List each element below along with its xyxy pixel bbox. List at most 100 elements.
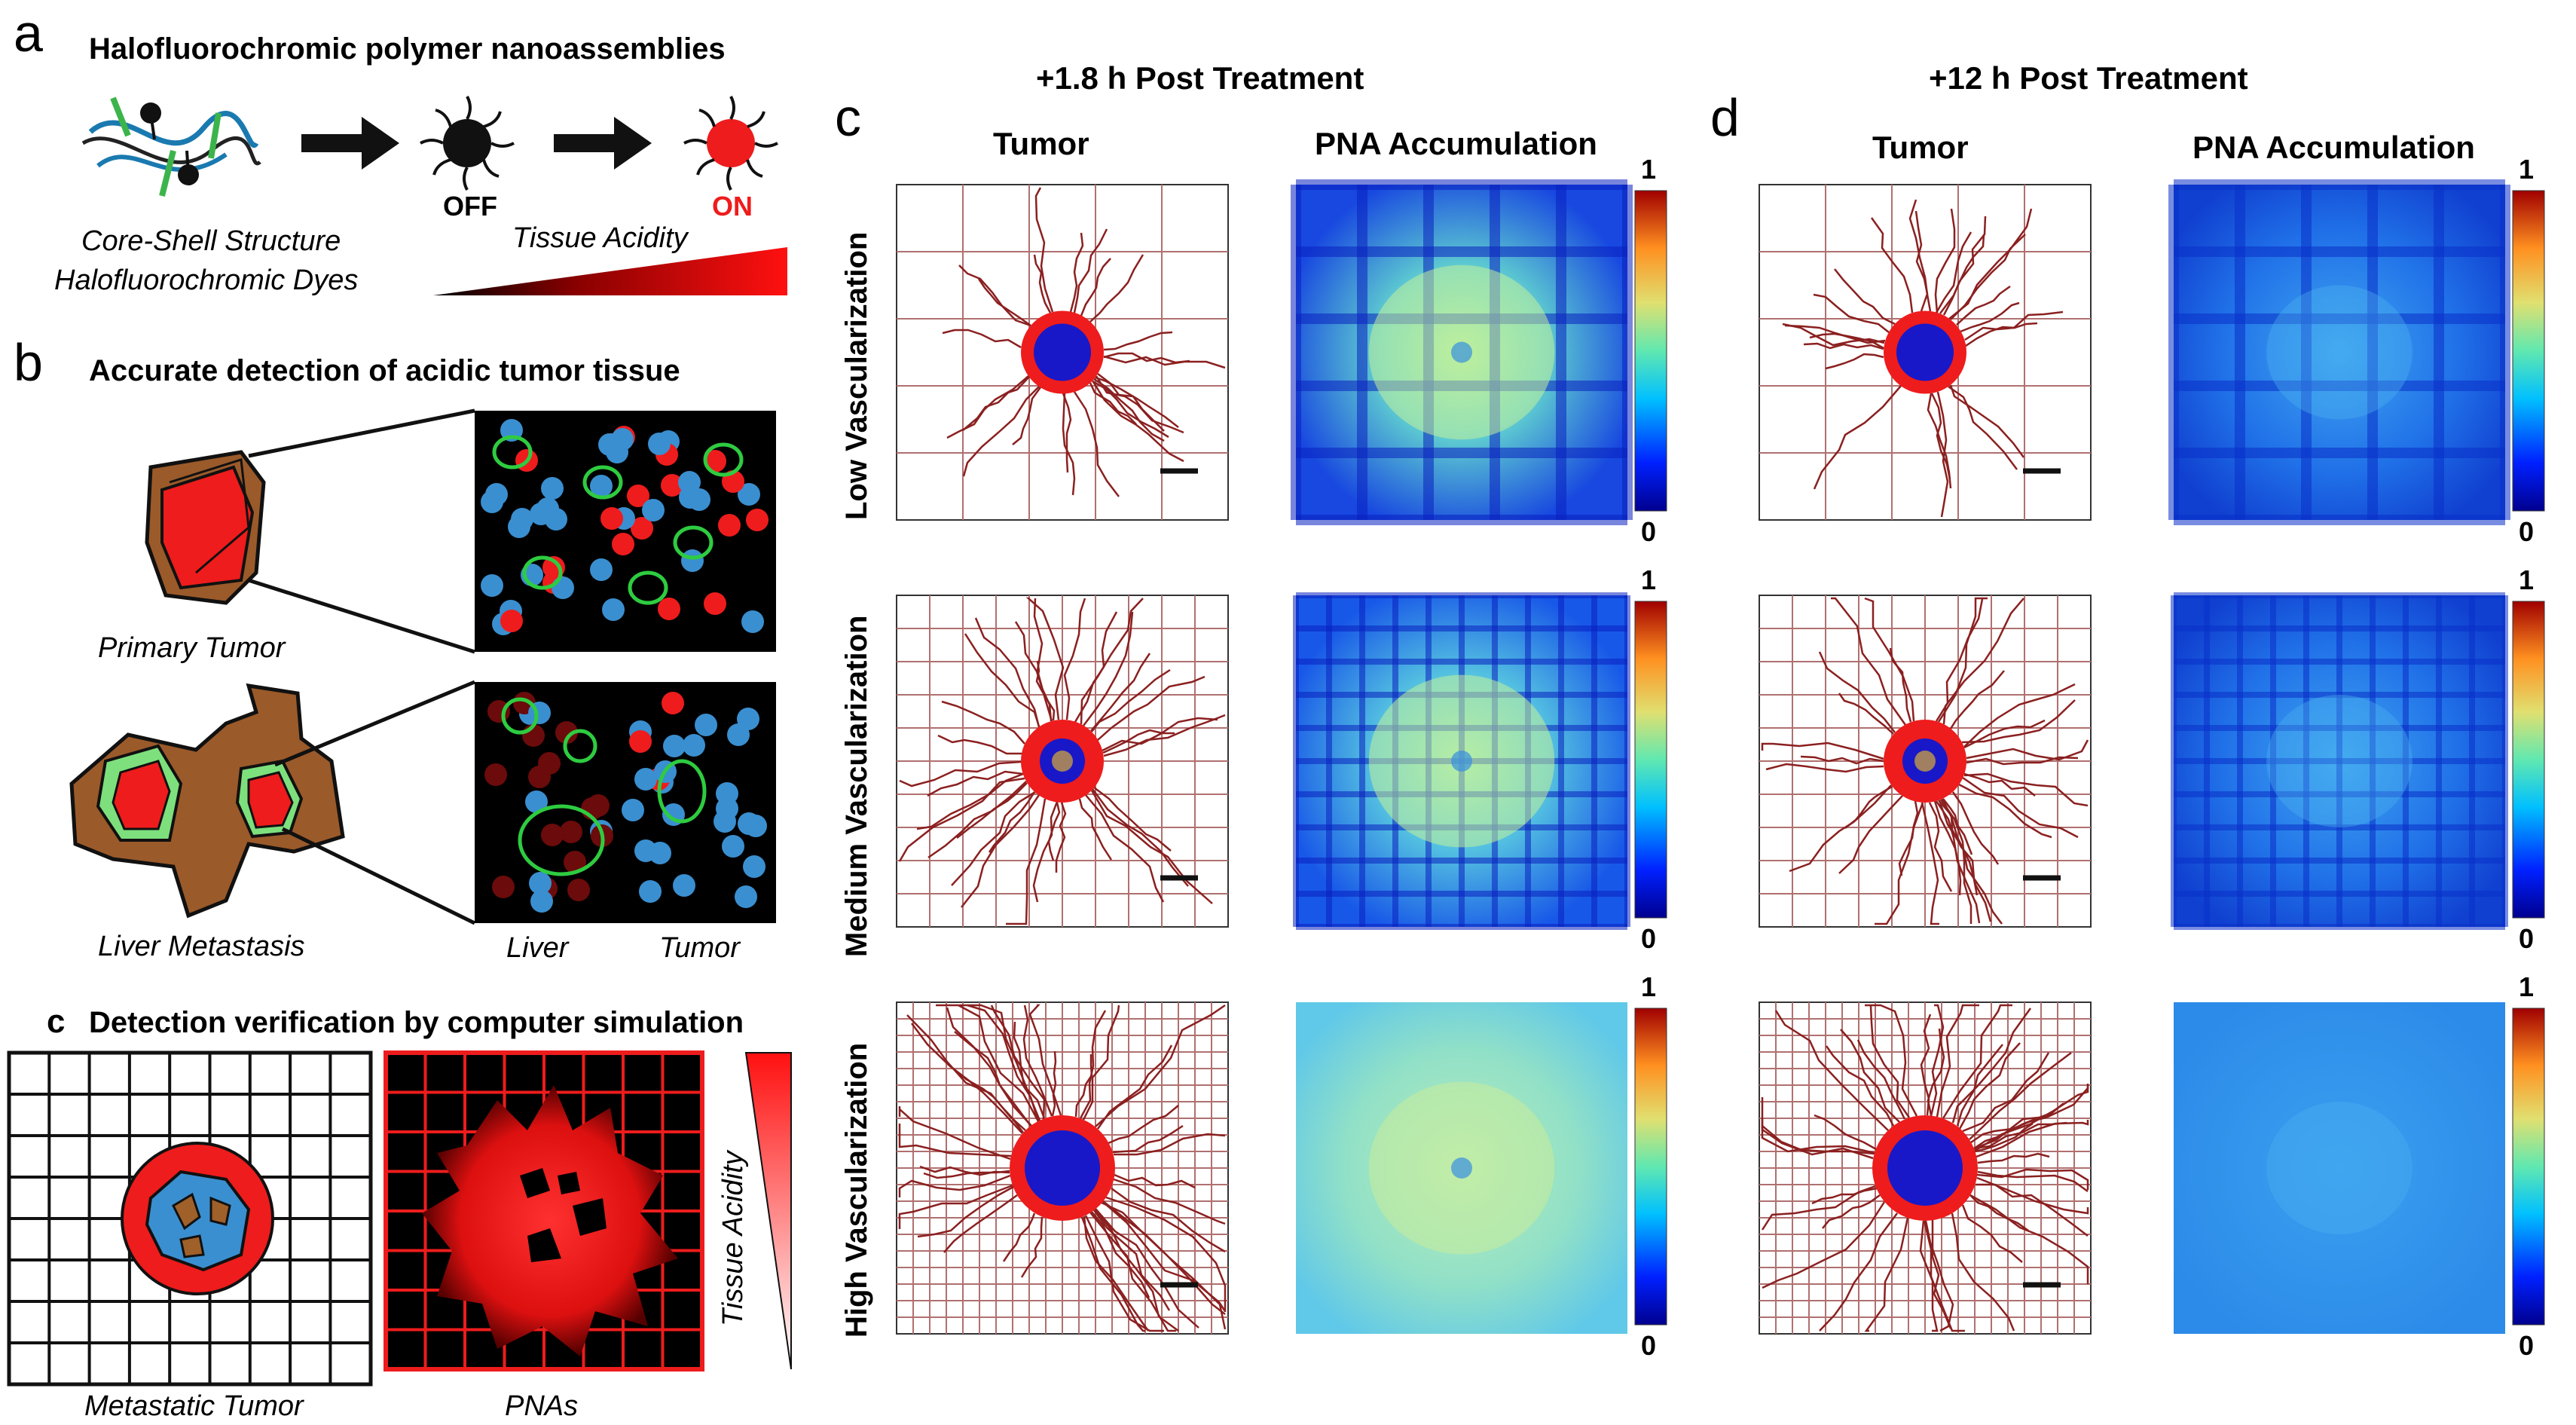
pna-heatmap-panel — [2174, 1002, 2505, 1334]
vessel — [1889, 647, 1912, 723]
vessel — [917, 1185, 1014, 1238]
vessel — [1948, 385, 2018, 470]
vessel — [1069, 232, 1084, 313]
panel-a-letter: a — [14, 4, 43, 63]
vessel-outline — [563, 729, 597, 763]
tumor-simulation-panel — [1759, 184, 2092, 521]
simulation-panel-c: c +1.8 h Post Treatment Tumor PNA Accumu… — [835, 60, 1597, 161]
vessel — [898, 777, 1025, 862]
vessel-outline — [501, 697, 539, 735]
vessel — [1920, 1014, 1932, 1116]
pna-accumulation-shape — [422, 1085, 678, 1356]
cell-dot — [718, 514, 741, 537]
pna-heatmap-panel — [1293, 592, 1630, 930]
vessel — [1111, 1187, 1226, 1253]
vessel — [1958, 1042, 2021, 1130]
panel-c-left: c Detection verification by computer sim… — [7, 1003, 792, 1422]
vessel — [1022, 1005, 1053, 1117]
pna-heatmap-panel — [2171, 592, 2508, 930]
vessel — [1864, 597, 1915, 722]
cell-dot — [642, 499, 665, 521]
tumor-center-low — [1451, 1157, 1472, 1179]
tumor-label: Tumor — [659, 932, 741, 964]
cell-dot — [612, 533, 634, 555]
necrotic-regions — [520, 1168, 607, 1262]
vessel — [1078, 798, 1113, 861]
vessel — [1114, 1173, 1196, 1189]
cell-dot — [737, 708, 759, 730]
vessel — [1085, 794, 1165, 903]
colorbar: 10 — [2512, 971, 2545, 1361]
vessel — [1114, 1133, 1226, 1156]
sim-c-pna-header: PNA Accumulation — [1315, 126, 1597, 161]
cell-dot — [629, 730, 652, 753]
vessel — [1960, 301, 2020, 333]
cell-dots — [481, 419, 769, 635]
vessel — [1073, 228, 1108, 313]
colorbar-gradient — [1634, 601, 1667, 919]
tissue-acidity-label: Tissue Acidity — [512, 222, 689, 254]
vessel — [1080, 1216, 1145, 1332]
vessel — [1006, 798, 1047, 925]
metastatic-tumor-label: Metastatic Tumor — [84, 1390, 304, 1422]
vessel — [1933, 800, 1962, 896]
vessel — [1937, 597, 1988, 723]
vessel — [899, 760, 1022, 787]
cell-dot — [683, 734, 705, 757]
tumor-simulation-panel — [896, 184, 1229, 521]
cell-dot — [704, 592, 726, 615]
vessel — [1949, 384, 2025, 458]
vessel — [959, 1004, 1041, 1121]
vessel — [1977, 1152, 2050, 1164]
vessel — [1966, 739, 2089, 761]
off-label: OFF — [443, 191, 497, 222]
vessel — [1091, 380, 1184, 463]
cell-dot — [564, 851, 586, 873]
vessel — [1033, 598, 1053, 722]
vessel — [1089, 382, 1137, 425]
colorbar-max-label: 1 — [2519, 564, 2534, 595]
vessel — [1091, 668, 1171, 732]
panel-a: a Halofluorochromic polymer nanoassembli… — [14, 4, 787, 296]
vessel — [1082, 1005, 1120, 1121]
sim-c-time-title: +1.8 h Post Treatment — [1036, 60, 1364, 96]
vessel — [1961, 699, 2076, 744]
vessel — [964, 633, 1040, 727]
necrotic-core — [1914, 751, 1936, 772]
colorbar-gradient — [2512, 190, 2545, 512]
vessel — [1818, 651, 1896, 733]
vessel — [1825, 353, 1884, 370]
tumor-simulation-panel — [896, 595, 1229, 928]
vessel — [1919, 1220, 1939, 1332]
vessel — [1091, 788, 1189, 887]
vessel — [1962, 1052, 2050, 1133]
cell-dot — [590, 558, 613, 581]
cell-dot — [525, 790, 548, 813]
cell-dot — [536, 497, 559, 520]
cell-dot — [590, 475, 613, 497]
vessel — [1942, 798, 1973, 855]
vessel — [1761, 1097, 1874, 1160]
vessel — [1856, 1039, 1906, 1120]
vessel — [1761, 742, 1884, 760]
cell-dot — [695, 714, 717, 736]
pnas-label: PNAs — [505, 1390, 578, 1422]
cell-dot — [716, 797, 738, 820]
vessel — [1002, 1212, 1036, 1262]
cell-dot — [658, 598, 680, 620]
sim-c-tumor-header: Tumor — [993, 126, 1089, 161]
cell-dot — [722, 835, 744, 858]
row-label-low: Low Vascularization — [840, 232, 873, 520]
vessel — [974, 617, 1040, 728]
vessel — [962, 376, 1030, 431]
vessel — [1774, 1010, 1889, 1131]
vessel — [1073, 391, 1120, 497]
off-nanoassembly-icon — [420, 96, 515, 191]
acidity-wedge — [433, 247, 787, 295]
vessel — [1033, 254, 1052, 313]
colorbar: 10 — [1634, 564, 1667, 954]
vessel — [1927, 393, 1952, 489]
vessel — [1813, 385, 1902, 490]
vessel — [1908, 199, 1932, 312]
